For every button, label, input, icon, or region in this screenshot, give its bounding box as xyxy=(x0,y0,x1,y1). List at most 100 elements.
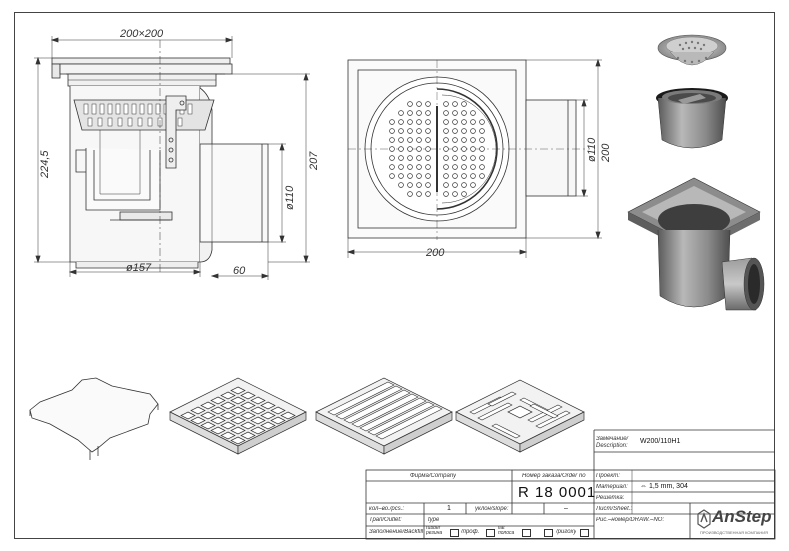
grate-hole xyxy=(479,173,485,179)
dim-top-outlet-diameter: ø110 xyxy=(586,137,598,162)
grate-hole xyxy=(443,128,449,134)
grate-hole xyxy=(443,173,449,179)
grate-hole xyxy=(398,128,404,134)
grate-grid-cell xyxy=(230,426,246,435)
grate-hole xyxy=(425,101,431,107)
grate-hole xyxy=(398,137,404,143)
grate-grid-cell xyxy=(250,396,266,405)
grate-hole xyxy=(470,164,476,170)
pogo-checkbox[interactable] xyxy=(580,529,589,537)
drawing-frame xyxy=(14,12,775,539)
grate-hole xyxy=(443,155,449,161)
grate-grid-cell xyxy=(190,416,206,425)
grate-grid-cell xyxy=(230,386,246,395)
grate-hole xyxy=(461,191,467,197)
grate-hole xyxy=(425,146,431,152)
grate-hole xyxy=(443,164,449,170)
grate-hole xyxy=(416,137,422,143)
grate-hole xyxy=(461,128,467,134)
grate-hole xyxy=(461,110,467,116)
prof-checkbox[interactable] xyxy=(486,529,495,537)
dim-total-height: 224,5 xyxy=(39,150,51,179)
grate-hole xyxy=(443,101,449,107)
grate-grid-cell xyxy=(230,416,246,425)
grate-hole xyxy=(398,164,404,170)
grate-grid-cell xyxy=(210,426,226,435)
grate-grid-cells xyxy=(180,386,296,445)
grate-grid-cell xyxy=(210,416,226,425)
grate-grid-cell xyxy=(250,406,266,415)
grate-hole xyxy=(425,155,431,161)
slope-value: – xyxy=(564,505,568,512)
grate-grid-cell xyxy=(270,406,286,415)
grate-grid-cell xyxy=(270,416,286,425)
grate-grid-cell xyxy=(260,421,276,430)
order-number: R 18 0001 xyxy=(518,484,597,501)
grate-hole xyxy=(389,137,395,143)
grate-hole xyxy=(461,173,467,179)
dim-top-width: 200×200 xyxy=(119,28,164,40)
grate-hole xyxy=(470,119,476,125)
side-section-view xyxy=(34,36,310,280)
sheet-label: Лист/Sheet.: xyxy=(596,506,633,512)
grate-hole xyxy=(470,173,476,179)
grate-grid-cell xyxy=(180,411,196,420)
grate-hole xyxy=(425,164,431,170)
grate-hole xyxy=(452,146,458,152)
dim-body-diameter: ø157 xyxy=(126,262,152,274)
grate-hole xyxy=(407,182,413,188)
grate-hole xyxy=(443,191,449,197)
grate-hole xyxy=(452,155,458,161)
grate-hole xyxy=(407,155,413,161)
drain-body-render xyxy=(627,177,765,311)
grate-hole xyxy=(461,119,467,125)
grate-hole xyxy=(389,173,395,179)
grate-hole xyxy=(479,155,485,161)
grate-hole xyxy=(425,110,431,116)
grate-hole xyxy=(416,182,422,188)
grate-hole xyxy=(443,119,449,125)
dim-body-height: 207 xyxy=(308,151,320,171)
grate-grid-cell xyxy=(240,421,256,430)
grate-grid-cell xyxy=(250,426,266,435)
grate-hole xyxy=(407,110,413,116)
flat-checkbox[interactable] xyxy=(522,529,531,537)
grate-hole xyxy=(416,173,422,179)
type-label: type xyxy=(428,517,440,523)
grate-hole xyxy=(416,110,422,116)
grate-hole xyxy=(407,128,413,134)
extra-checkbox[interactable] xyxy=(544,529,553,537)
company-label: Фирма/Company xyxy=(410,473,457,479)
grate-hole xyxy=(398,110,404,116)
grate-grid-cell xyxy=(240,431,256,440)
logo-text: AnStep xyxy=(712,507,772,526)
grate-hole xyxy=(425,182,431,188)
grate-grid-cell xyxy=(220,401,236,410)
grate-hole xyxy=(407,173,413,179)
dim-outlet-diameter: ø110 xyxy=(284,185,296,210)
grate-hole xyxy=(452,137,458,143)
rubber-checkbox[interactable] xyxy=(450,529,459,537)
grate-hole xyxy=(407,191,413,197)
grate-grid-cell xyxy=(210,396,226,405)
grate-hole xyxy=(443,110,449,116)
grate-grid-cell xyxy=(230,436,246,445)
grate-hole xyxy=(407,119,413,125)
grate-grid-cell xyxy=(220,431,236,440)
grate-hole xyxy=(452,128,458,134)
grate-grid-cell xyxy=(210,406,226,415)
grate-hole xyxy=(416,146,422,152)
trap-insert-render xyxy=(656,88,728,149)
grate-hole xyxy=(461,164,467,170)
grate-hole xyxy=(407,101,413,107)
dim-top-width-200: 200 xyxy=(425,247,445,259)
material-label: Материал: xyxy=(596,484,628,490)
grate-hole xyxy=(452,101,458,107)
grate-hole xyxy=(425,137,431,143)
grate-hole xyxy=(443,182,449,188)
grate-label: Решетка: xyxy=(596,495,625,501)
grate-hole xyxy=(461,182,467,188)
prof-label: /проф. xyxy=(461,529,480,535)
grate-grid-cell xyxy=(220,391,236,400)
